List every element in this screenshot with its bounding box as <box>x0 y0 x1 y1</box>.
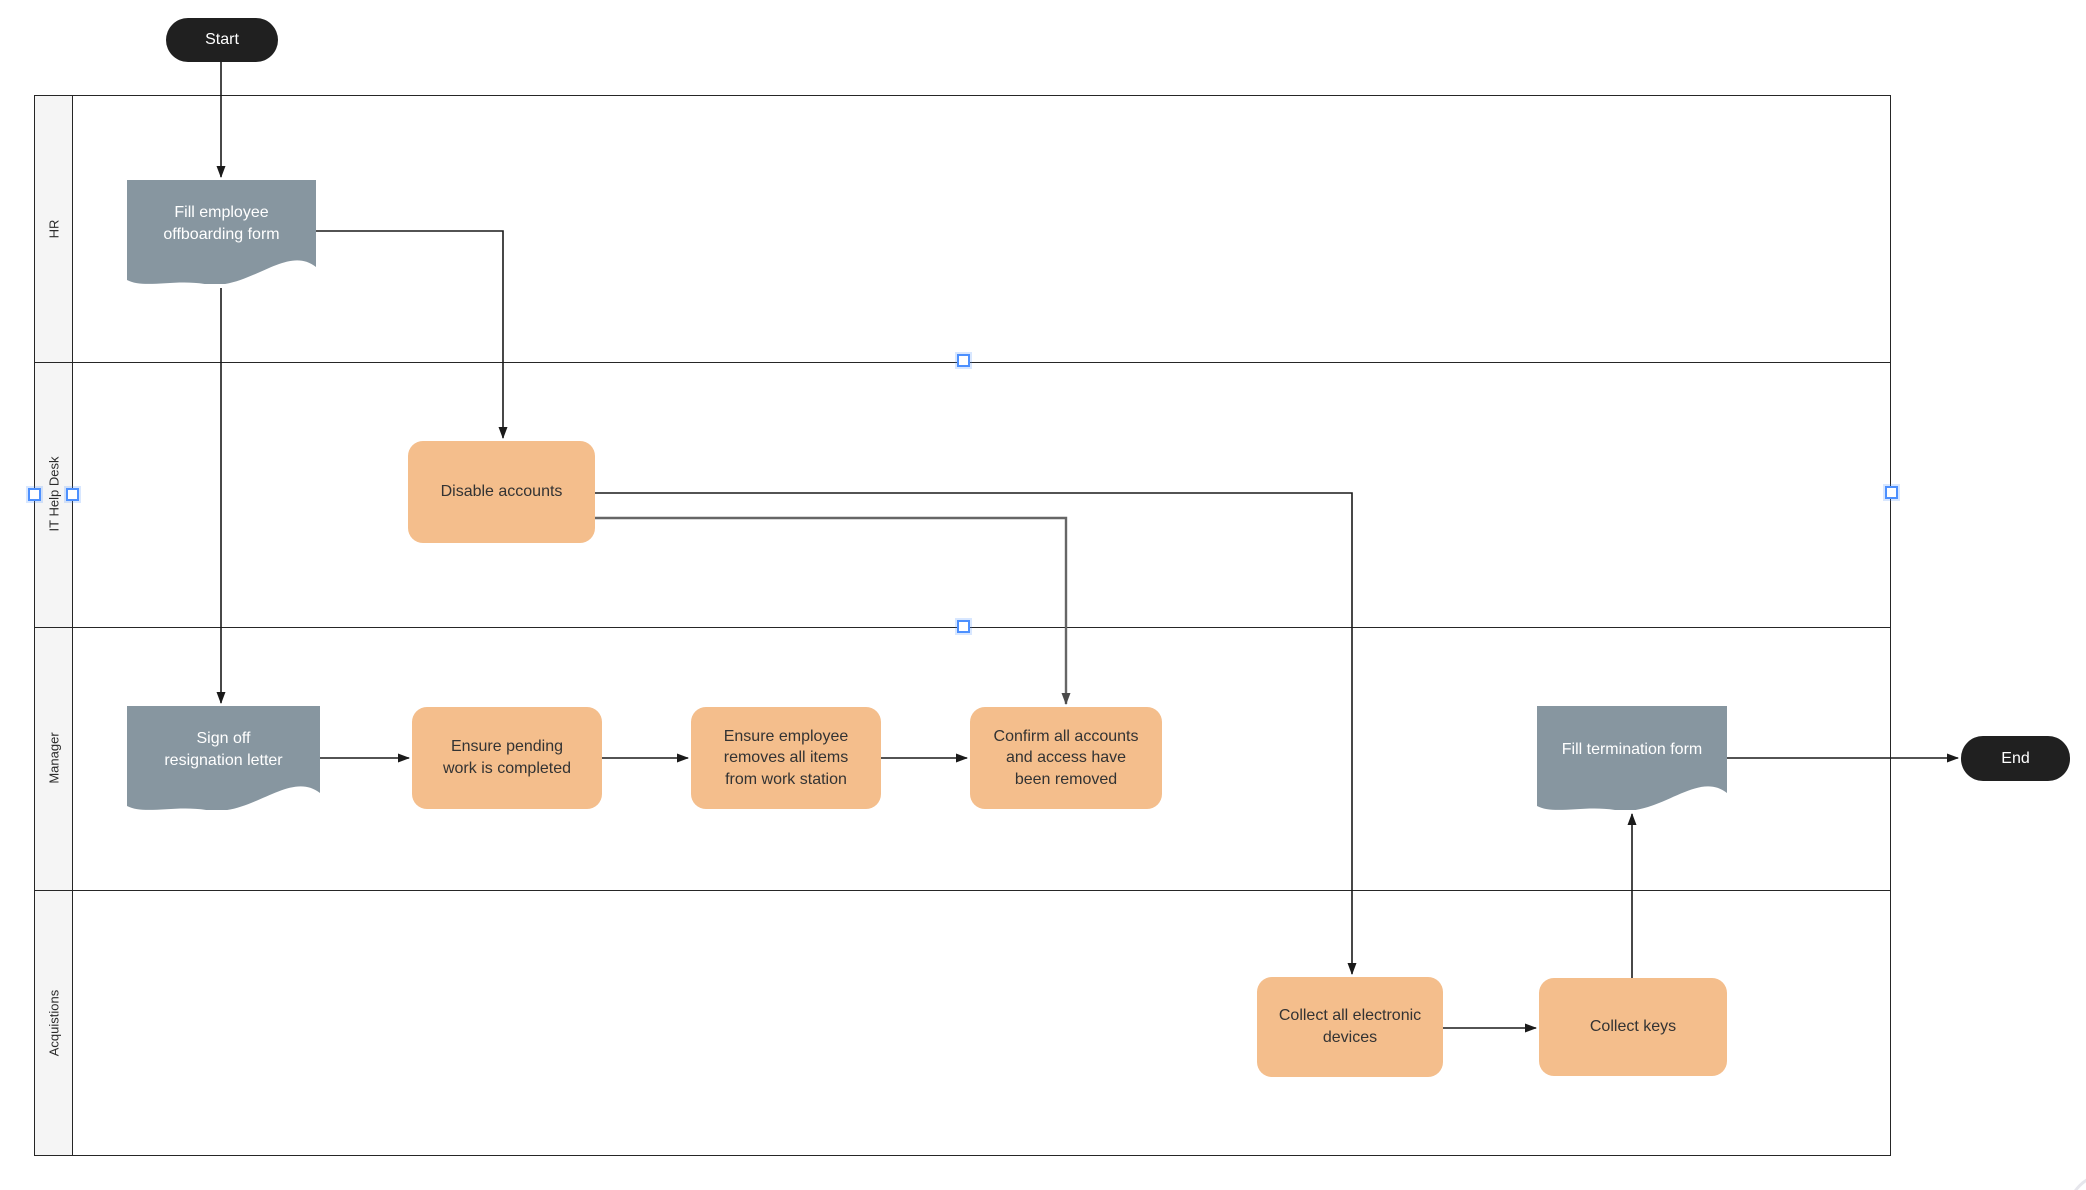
document-fill-offboarding-form[interactable]: Fill employee offboarding form <box>127 180 316 284</box>
selection-handle-lane-right[interactable] <box>1884 485 1898 499</box>
task-disable-accounts[interactable]: Disable accounts <box>408 441 595 543</box>
document-shape <box>127 706 320 810</box>
end-node-label: End <box>2001 749 2030 767</box>
lane-label-acquisitions[interactable]: Acquistions <box>46 989 62 1057</box>
task-label: Collect keys <box>1589 1018 1677 1036</box>
task-label: Disable accounts <box>440 483 563 501</box>
task-label: Ensure employee removes all items from w… <box>723 727 849 788</box>
task-ensure-employee-removes-items[interactable]: Ensure employee removes all items from w… <box>691 707 881 809</box>
document-label: Sign off resignation letter <box>164 730 283 769</box>
selection-handle-lane-bottom[interactable] <box>956 619 970 633</box>
document-label: Fill employee offboarding form <box>163 204 280 243</box>
selection-handle-lane-left[interactable] <box>27 487 41 501</box>
task-ensure-pending-work[interactable]: Ensure pending work is completed <box>412 707 602 809</box>
task-label: Ensure pending work is completed <box>442 738 572 777</box>
task-label: Collect all electronic devices <box>1278 1007 1422 1046</box>
selection-handle-lane-label-divider[interactable] <box>65 487 79 501</box>
start-node[interactable]: Start <box>166 18 278 62</box>
document-shape <box>127 180 316 284</box>
document-shape <box>1537 706 1727 810</box>
document-label: Fill termination form <box>1561 741 1703 759</box>
selection-handle-lane-top[interactable] <box>956 353 970 367</box>
lane-label-manager[interactable]: Manager <box>46 732 62 784</box>
lane-label-hr[interactable]: HR <box>46 219 62 239</box>
document-fill-termination-form[interactable]: Fill termination form <box>1537 706 1727 810</box>
lane-divider-manager-acquisitions[interactable] <box>35 890 1890 891</box>
task-label: Confirm all accounts and access have bee… <box>993 727 1139 788</box>
task-collect-electronic-devices[interactable]: Collect all electronic devices <box>1257 977 1443 1077</box>
lane-label-column <box>35 96 73 1155</box>
lane-label-it-help-desk[interactable]: IT Help Desk <box>46 456 62 532</box>
document-sign-off-resignation-letter[interactable]: Sign off resignation letter <box>127 706 320 810</box>
corner-circle-decoration <box>2066 1172 2086 1190</box>
end-node[interactable]: End <box>1961 736 2070 781</box>
task-collect-keys[interactable]: Collect keys <box>1539 978 1727 1076</box>
task-confirm-accounts-removed[interactable]: Confirm all accounts and access have bee… <box>970 707 1162 809</box>
start-node-label: Start <box>205 31 239 48</box>
